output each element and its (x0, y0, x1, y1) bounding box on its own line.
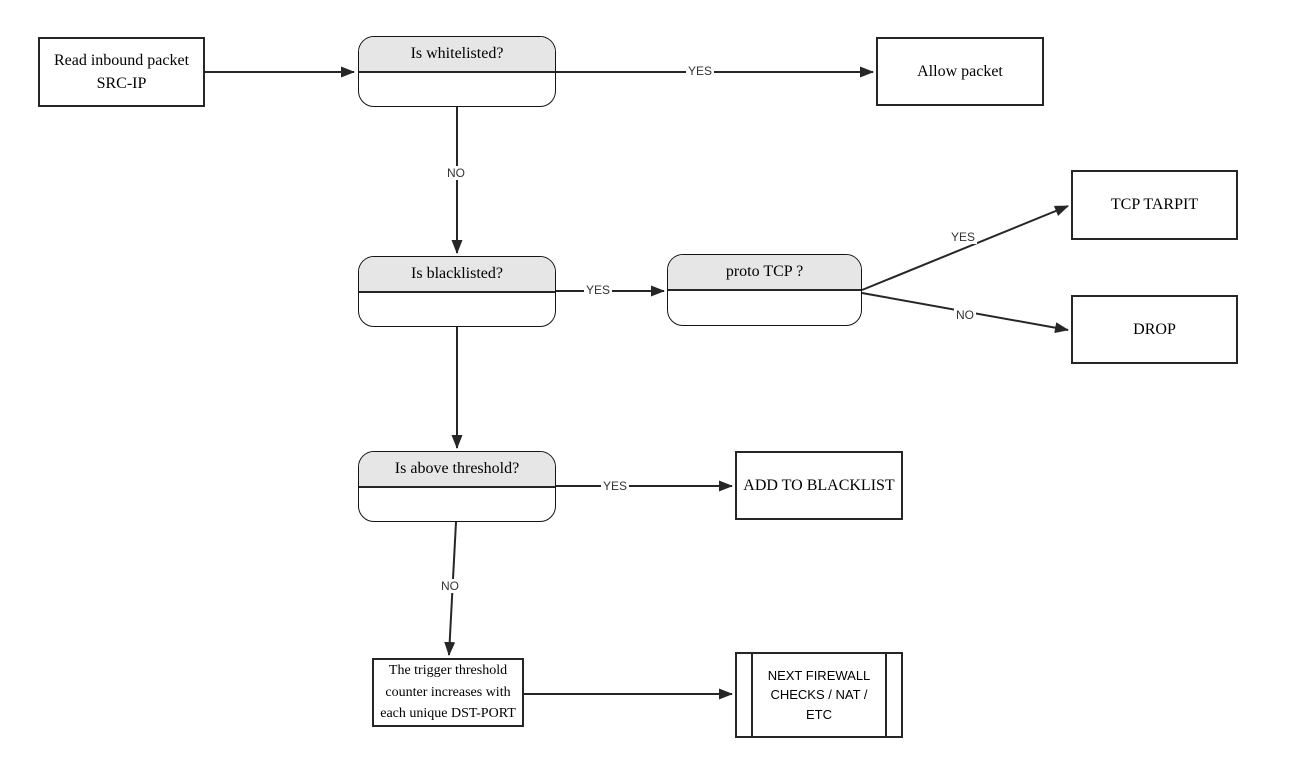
decision-header: Is blacklisted? (359, 257, 555, 293)
node-label: ADD TO BLACKLIST (743, 476, 895, 494)
node-label: Is above threshold? (394, 460, 520, 477)
edge-label-whitelisted-no: NO (445, 166, 467, 180)
edge-label-prototcp-yes: YES (948, 230, 978, 244)
edge-prototcp-yes-to-tarpit (861, 205, 1069, 291)
edge-label-threshold-no: NO (439, 579, 461, 593)
node-is-blacklisted: Is blacklisted? (358, 256, 556, 327)
node-label: NEXT FIREWALL CHECKS / NAT / ETC (767, 667, 871, 722)
edge-label-threshold-yes: YES (600, 479, 630, 493)
node-tcp-tarpit: TCP TARPIT (1071, 170, 1238, 240)
node-label: Is blacklisted? (411, 265, 503, 282)
node-allow-packet: Allow packet (876, 37, 1044, 106)
node-is-whitelisted: Is whitelisted? (358, 36, 556, 107)
node-label: Allow packet (917, 62, 1003, 80)
node-read-inbound-packet: Read inbound packet SRC-IP (38, 37, 205, 107)
node-is-above-threshold: Is above threshold? (358, 451, 556, 522)
node-label: TCP TARPIT (1110, 196, 1199, 214)
node-label: Read inbound packet SRC-IP (53, 51, 190, 92)
node-label: proto TCP ? (725, 263, 804, 280)
decision-header: proto TCP ? (668, 255, 861, 291)
decision-header: Is whitelisted? (359, 37, 555, 73)
edge-label-whitelisted-yes: YES (685, 64, 715, 78)
node-add-to-blacklist: ADD TO BLACKLIST (735, 451, 903, 520)
node-label: DROP (1133, 320, 1176, 338)
node-drop: DROP (1071, 295, 1238, 364)
edge-label-prototcp-no: NO (954, 308, 976, 322)
node-proto-tcp: proto TCP ? (667, 254, 862, 326)
predefined-process-bars: NEXT FIREWALL CHECKS / NAT / ETC (751, 654, 887, 736)
edge-label-blacklisted-yes: YES (583, 283, 613, 297)
node-label: Is whitelisted? (410, 45, 504, 62)
decision-header: Is above threshold? (359, 452, 555, 488)
node-label: The trigger threshold counter increases … (380, 662, 516, 722)
node-trigger-threshold-counter: The trigger threshold counter increases … (372, 658, 524, 727)
node-next-firewall-checks: NEXT FIREWALL CHECKS / NAT / ETC (735, 652, 903, 738)
